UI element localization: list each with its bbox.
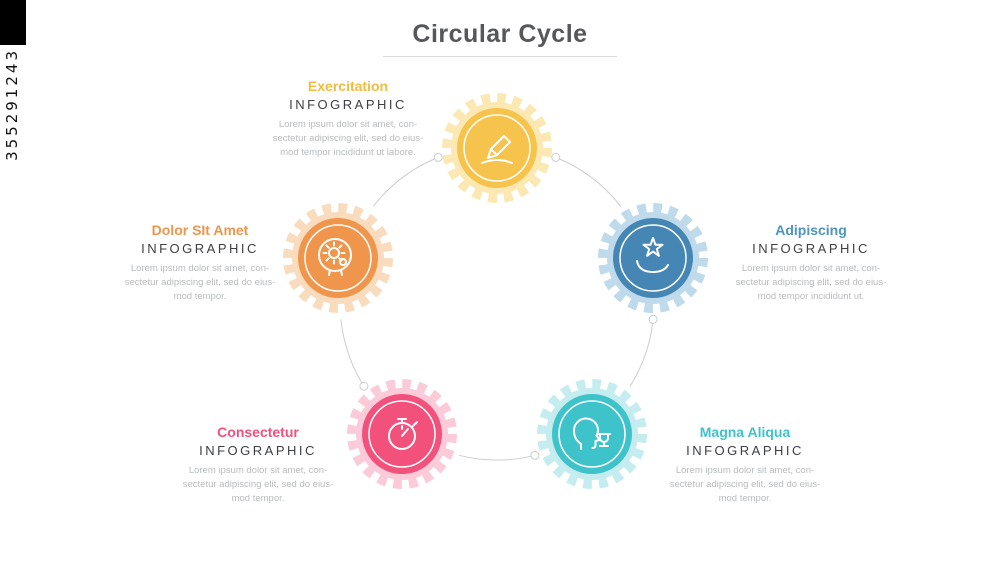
writing-hand-icon [481,135,513,164]
connector-bottom [458,454,536,461]
gear-node-magna-aliqua [532,374,652,494]
gear-graphic [442,93,552,203]
gear-graphic [537,379,647,489]
label-magna-aliqua: Magna Aliqua INFOGRAPHIC Lorem ipsum dol… [660,424,830,505]
item-title: Adipiscing [775,222,847,238]
title-divider [383,56,617,57]
item-subtitle: INFOGRAPHIC [686,443,804,458]
label-adipiscing: Adipiscing INFOGRAPHIC Lorem ipsum dolor… [726,222,896,303]
trophy-head-icon [572,417,611,450]
gear-graphic [347,379,457,489]
watermark-id: 355291243 [3,48,21,161]
gear-node-dolor-sit-amet [278,198,398,318]
gear-node-adipiscing [593,198,713,318]
item-subtitle: INFOGRAPHIC [752,241,870,256]
item-title: Dolor SIt Amet [151,222,249,238]
item-title: Exercitation [307,78,389,94]
stock-logo [0,0,26,45]
stopwatch-icon [388,418,418,450]
label-consectetur: Consectetur INFOGRAPHIC Lorem ipsum dolo… [173,424,343,505]
item-body: Lorem ipsum dolor sit amet, con- sectetu… [272,119,424,158]
item-subtitle: INFOGRAPHIC [199,443,317,458]
item-body: Lorem ipsum dolor sit amet, con- sectetu… [124,263,276,302]
item-body: Lorem ipsum dolor sit amet, con- sectetu… [735,263,887,302]
item-title: Magna Aliqua [699,424,791,440]
item-subtitle: INFOGRAPHIC [141,241,259,256]
gear-node-exercitation [437,88,557,208]
item-body: Lorem ipsum dolor sit amet, con- sectetu… [669,465,821,504]
hand-star-icon [636,237,669,273]
item-title: Consectetur [217,424,299,440]
gear-head-icon [318,238,352,276]
gear-graphic [283,203,393,313]
item-body: Lorem ipsum dolor sit amet, con- sectetu… [182,465,334,504]
page-title: Circular Cycle [412,20,588,48]
label-dolor-sit-amet: Dolor SIt Amet INFOGRAPHIC Lorem ipsum d… [115,222,285,303]
gear-graphic [598,203,708,313]
gear-node-consectetur [342,374,462,494]
label-exercitation: Exercitation INFOGRAPHIC Lorem ipsum dol… [263,78,433,159]
item-subtitle: INFOGRAPHIC [289,97,407,112]
